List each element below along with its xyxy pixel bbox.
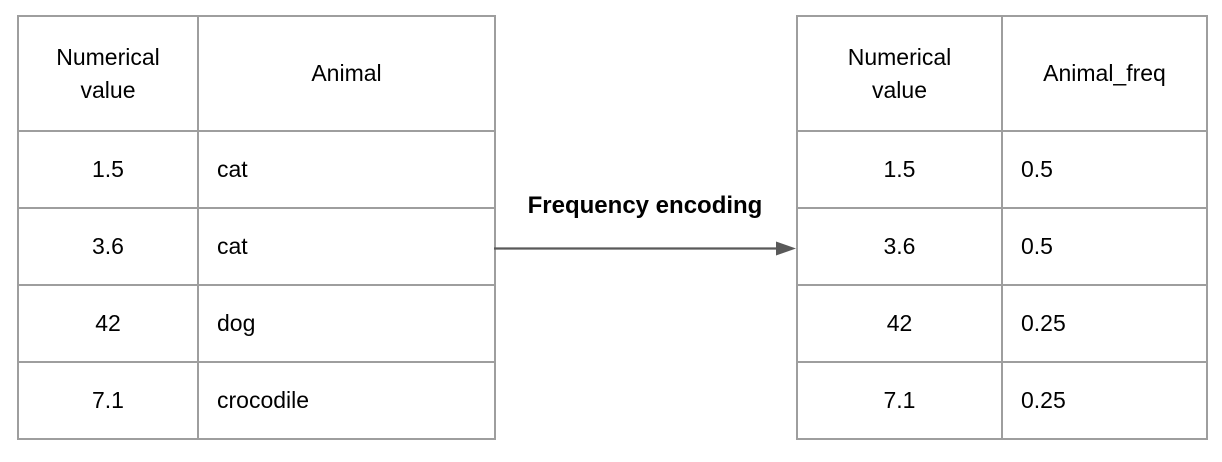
column-header-animal-freq: Animal_freq xyxy=(1001,15,1208,132)
numerical-value-cell: 3.6 xyxy=(796,207,1003,286)
category-value-cell: crocodile xyxy=(197,361,496,440)
arrow-label: Frequency encoding xyxy=(527,192,763,219)
numerical-value-cell: 1.5 xyxy=(17,130,199,209)
numerical-value-cell: 1.5 xyxy=(796,130,1003,209)
category-value-cell: 0.5 xyxy=(1001,207,1208,286)
numerical-value-cell: 7.1 xyxy=(796,361,1003,440)
category-value-cell: 0.25 xyxy=(1001,284,1208,363)
category-value-cell: cat xyxy=(197,130,496,209)
numerical-value-cell: 42 xyxy=(17,284,199,363)
category-value-cell: 0.25 xyxy=(1001,361,1208,440)
column-header-animal: Animal xyxy=(197,15,496,132)
column-header-numerical-value: Numerical value xyxy=(17,15,199,132)
numerical-value-cell: 7.1 xyxy=(17,361,199,440)
category-value-cell: 0.5 xyxy=(1001,130,1208,209)
right-arrow-icon xyxy=(494,241,796,256)
table-header-row: Numerical value Animal_freq xyxy=(796,15,1208,132)
table-header-row: Numerical value Animal xyxy=(17,15,496,132)
numerical-value-cell: 3.6 xyxy=(17,207,199,286)
column-header-numerical-value: Numerical value xyxy=(796,15,1003,132)
category-value-cell: dog xyxy=(197,284,496,363)
category-value-cell: cat xyxy=(197,207,496,286)
numerical-value-cell: 42 xyxy=(796,284,1003,363)
